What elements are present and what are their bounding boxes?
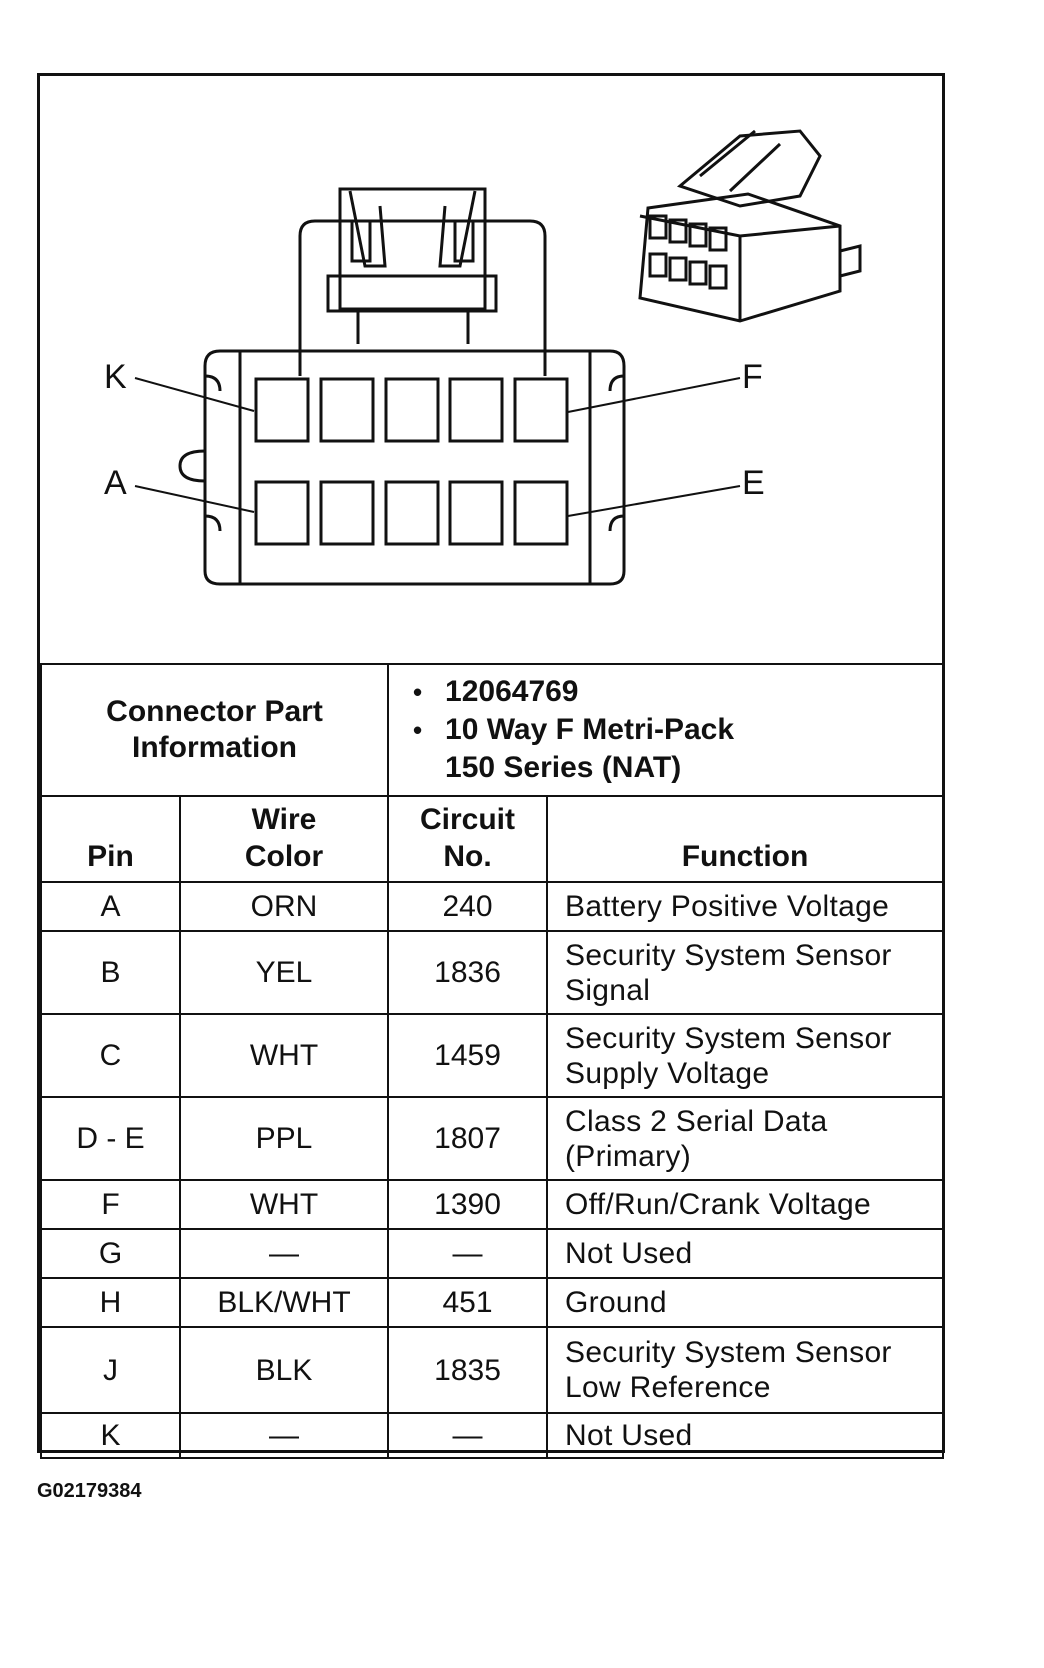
connector-face-diagram: K A F E (104, 129, 862, 586)
part-info-label-line2: Information (132, 731, 297, 764)
function-cell: Class 2 Serial Data(Primary) (546, 1096, 945, 1181)
pin-cell: G (40, 1228, 181, 1279)
wire-color-cell: — (178, 1412, 390, 1459)
circuit-cell: 1835 (387, 1326, 549, 1414)
circuit-cell: 451 (387, 1277, 549, 1328)
wire-color-cell: YEL (178, 930, 390, 1015)
function-cell: Not Used (546, 1412, 945, 1459)
function-cell: Off/Run/Crank Voltage (546, 1179, 945, 1230)
part-info-label: Connector Part Information (39, 663, 390, 797)
pin-cell: D - E (40, 1096, 181, 1181)
wire-color-cell: WHT (178, 1013, 390, 1098)
circuit-cell: 1807 (387, 1096, 549, 1181)
wire-color-cell: BLK/WHT (178, 1277, 390, 1328)
table-row: H BLK/WHT 451 Ground (40, 1277, 945, 1328)
function-cell: Battery Positive Voltage (546, 881, 945, 932)
circuit-cell: 1836 (387, 930, 549, 1015)
circuit-cell: — (387, 1228, 549, 1279)
table-row: F WHT 1390 Off/Run/Crank Voltage (40, 1179, 945, 1230)
part-info-row: Connector Part Information 12064769 10 W… (39, 663, 945, 797)
pin-cavities (254, 377, 569, 546)
pin-cell: J (40, 1326, 181, 1414)
table-row: D - E PPL 1807 Class 2 Serial Data(Prima… (40, 1096, 945, 1181)
wire-color-cell: WHT (178, 1179, 390, 1230)
pin-label-k: K (104, 358, 127, 396)
pin-cell: C (40, 1013, 181, 1098)
wire-color-cell: PPL (178, 1096, 390, 1181)
connector-isometric-view (638, 129, 862, 323)
pin-cell: K (40, 1412, 181, 1459)
circuit-cell: 240 (387, 881, 549, 932)
col-function: Function (546, 795, 945, 883)
table-row: G — — Not Used (40, 1228, 945, 1279)
wire-color-cell: ORN (178, 881, 390, 932)
function-cell: Not Used (546, 1228, 945, 1279)
table-row: A ORN 240 Battery Positive Voltage (40, 881, 945, 932)
connector-description-line2: 150 Series (NAT) (445, 751, 682, 784)
pin-cell: B (40, 930, 181, 1015)
function-cell: Ground (546, 1277, 945, 1328)
pin-cell: A (40, 881, 181, 932)
wire-color-cell: — (178, 1228, 390, 1279)
circuit-cell: 1390 (387, 1179, 549, 1230)
figure-code: G02179384 (37, 1480, 142, 1502)
circuit-cell: 1459 (387, 1013, 549, 1098)
wire-color-cell: BLK (178, 1326, 390, 1414)
connector-description-line1: 10 Way F Metri-Pack (445, 713, 735, 746)
part-info-label-line1: Connector Part (106, 695, 323, 728)
pin-label-f: F (742, 358, 763, 396)
pin-cell: F (40, 1179, 181, 1230)
pin-label-a: A (104, 464, 127, 502)
pin-cell: H (40, 1277, 181, 1328)
connector-description: 10 Way F Metri-Pack 150 Series (NAT) (413, 711, 942, 787)
pin-label-e: E (742, 464, 765, 502)
part-number: 12064769 (413, 673, 942, 711)
part-info-values: 12064769 10 Way F Metri-Pack 150 Series … (387, 663, 945, 797)
circuit-cell: — (387, 1412, 549, 1459)
col-pin: Pin (40, 795, 181, 883)
diagram-frame: K A F E Connector Pa (37, 73, 945, 1459)
connector-info-table: Connector Part Information 12064769 10 W… (39, 663, 945, 1459)
table-row: K — — Not Used (40, 1412, 945, 1459)
